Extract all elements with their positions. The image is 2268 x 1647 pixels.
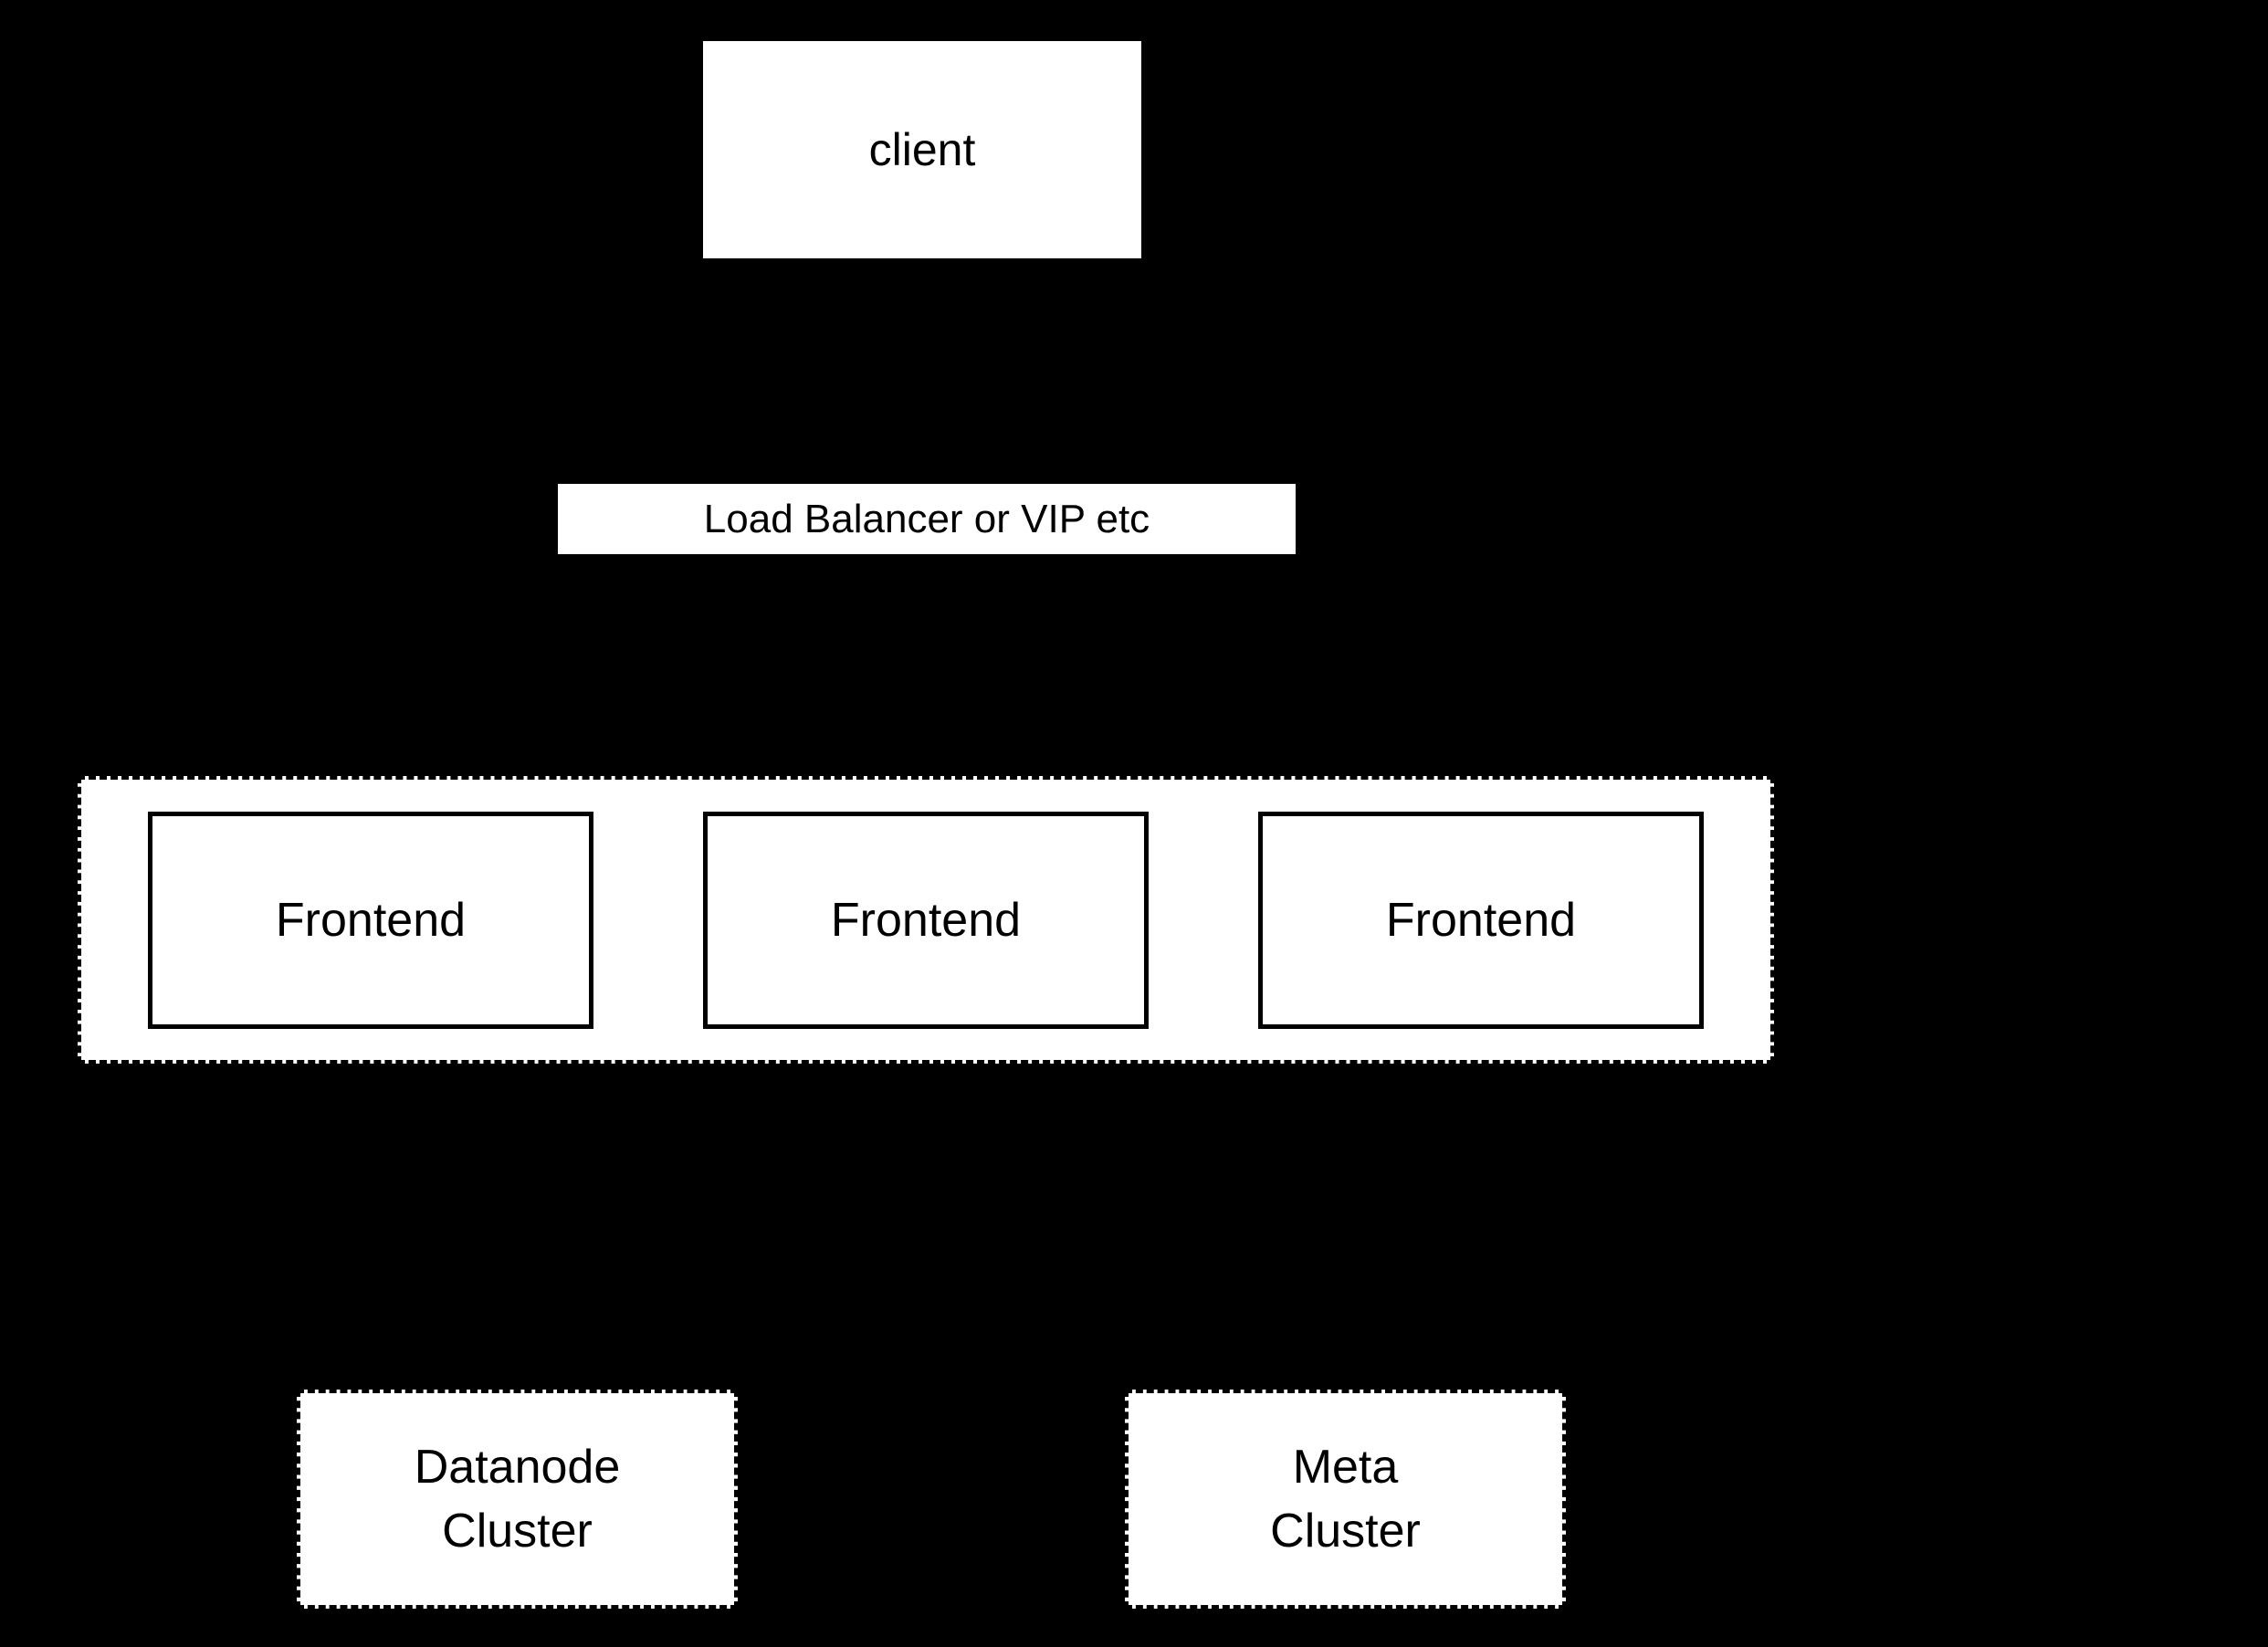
client-node: client: [703, 41, 1141, 258]
datanode-cluster-label-line1: Datanode: [414, 1440, 621, 1494]
meta-cluster-node: Meta Cluster: [1125, 1390, 1566, 1609]
datanode-cluster-node: Datanode Cluster: [297, 1390, 738, 1609]
load-balancer-node: Load Balancer or VIP etc: [558, 484, 1296, 554]
frontend-node-1: Frontend: [148, 811, 593, 1029]
meta-cluster-label-line2: Cluster: [1270, 1505, 1421, 1558]
meta-cluster-label-line1: Meta: [1292, 1440, 1399, 1494]
frontend-group-container: Frontend Frontend Frontend: [78, 776, 1774, 1064]
datanode-cluster-label-line2: Cluster: [442, 1505, 593, 1558]
frontend-label-2: Frontend: [830, 893, 1022, 947]
frontend-node-3: Frontend: [1258, 811, 1704, 1029]
client-label: client: [868, 124, 976, 175]
frontend-label-3: Frontend: [1385, 893, 1577, 947]
frontend-node-2: Frontend: [703, 811, 1149, 1029]
load-balancer-label: Load Balancer or VIP etc: [703, 496, 1150, 541]
frontend-label-1: Frontend: [275, 893, 467, 947]
